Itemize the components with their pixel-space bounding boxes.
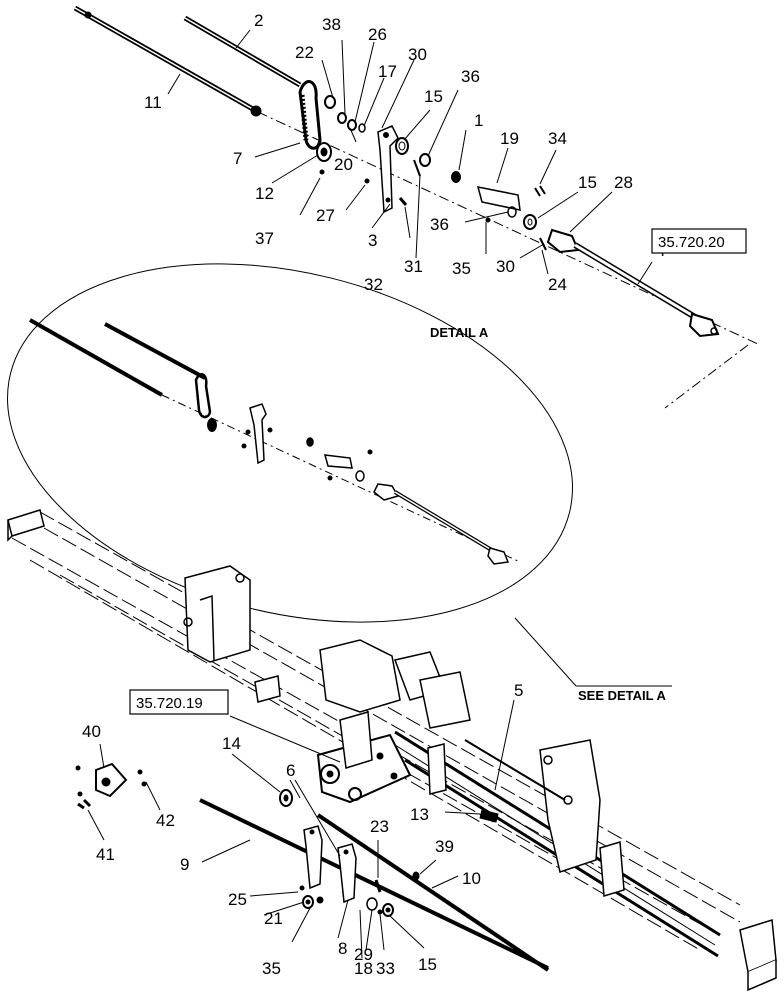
ref-35-720-20: 35.720.20 [658, 234, 725, 251]
callout-20: 20 [334, 155, 353, 174]
leader-lines-top [167, 29, 653, 285]
ref-35-720-19: 35.720.19 [136, 695, 203, 712]
gearbox [316, 733, 412, 804]
callout-30-bottom: 30 [496, 257, 515, 276]
callout-31: 31 [404, 257, 423, 276]
callout-42: 42 [156, 811, 175, 830]
callout-26: 26 [368, 25, 387, 44]
bottom-parts [75, 762, 550, 972]
callout-15-mid: 15 [578, 173, 597, 192]
callout-numbers: 1 2 3 4 5 6 7 8 9 10 11 12 13 14 15 15 1… [82, 11, 665, 978]
leader-lines-lower [87, 699, 515, 959]
callout-24: 24 [548, 275, 567, 294]
end-bracket-left [7, 509, 45, 537]
see-detail-a-caption: SEE DETAIL A [578, 688, 666, 703]
callout-22: 22 [295, 43, 314, 62]
callout-8: 8 [338, 939, 347, 958]
detail-a-outline [7, 263, 573, 623]
collar-28 [546, 228, 580, 254]
callout-41: 41 [96, 845, 115, 864]
callout-28: 28 [614, 173, 633, 192]
callout-25: 25 [228, 890, 247, 909]
shaft-9 [199, 798, 549, 970]
callout-11: 11 [144, 93, 162, 112]
callout-5: 5 [514, 681, 523, 700]
callout-34: 34 [548, 129, 567, 148]
callout-29: 29 [354, 945, 373, 964]
callout-17: 17 [378, 62, 397, 81]
ref-box-mid: 35.720.19 [129, 689, 229, 715]
detail-a-view [7, 263, 573, 623]
motor-mount-40 [95, 762, 128, 798]
left-tower [184, 565, 251, 663]
callout-2: 2 [254, 11, 263, 30]
callout-37: 37 [255, 229, 274, 248]
plate-19 [476, 186, 521, 211]
rod-5 [464, 739, 566, 801]
callout-35-bottom: 35 [262, 959, 281, 978]
callout-38: 38 [322, 15, 341, 34]
detail-a-caption: DETAIL A [430, 325, 489, 340]
right-housing [539, 739, 601, 873]
callout-13: 13 [410, 805, 429, 824]
callout-36-left: 36 [430, 215, 449, 234]
callout-19: 19 [500, 129, 519, 148]
chain-7 [298, 80, 322, 150]
central-housing [319, 639, 401, 713]
callout-40: 40 [82, 722, 101, 741]
callout-15-top: 15 [424, 87, 443, 106]
bracket-8 [303, 825, 323, 890]
callout-30-top: 30 [408, 45, 427, 64]
callout-39: 39 [435, 837, 454, 856]
sprocket-22 [324, 95, 336, 109]
bracket-6 [337, 843, 357, 904]
callout-9: 9 [180, 855, 189, 874]
callout-21: 21 [264, 909, 283, 928]
callout-32: 32 [364, 275, 383, 294]
callout-10: 10 [462, 869, 481, 888]
see-detail-leader [514, 617, 577, 687]
callout-15-bottom: 15 [418, 955, 437, 974]
bearing-15 [395, 137, 409, 155]
callout-12: 12 [255, 184, 274, 203]
ref-box-top: 35.720.20 [651, 228, 747, 254]
top-assembly [73, 5, 761, 409]
callout-7: 7 [233, 149, 242, 168]
shaft-10 [316, 813, 550, 972]
callout-3: 3 [368, 231, 377, 250]
callout-14: 14 [222, 734, 241, 753]
callout-1: 1 [474, 111, 483, 130]
callout-35-top: 35 [452, 259, 471, 278]
callout-36-top: 36 [461, 67, 480, 86]
callout-6: 6 [286, 761, 295, 780]
callout-18: 18 [354, 959, 373, 978]
callout-27: 27 [316, 206, 335, 225]
callout-23: 23 [370, 817, 389, 836]
bracket-3 [377, 125, 399, 214]
callout-33: 33 [376, 959, 395, 978]
frame-assembly [7, 509, 777, 992]
